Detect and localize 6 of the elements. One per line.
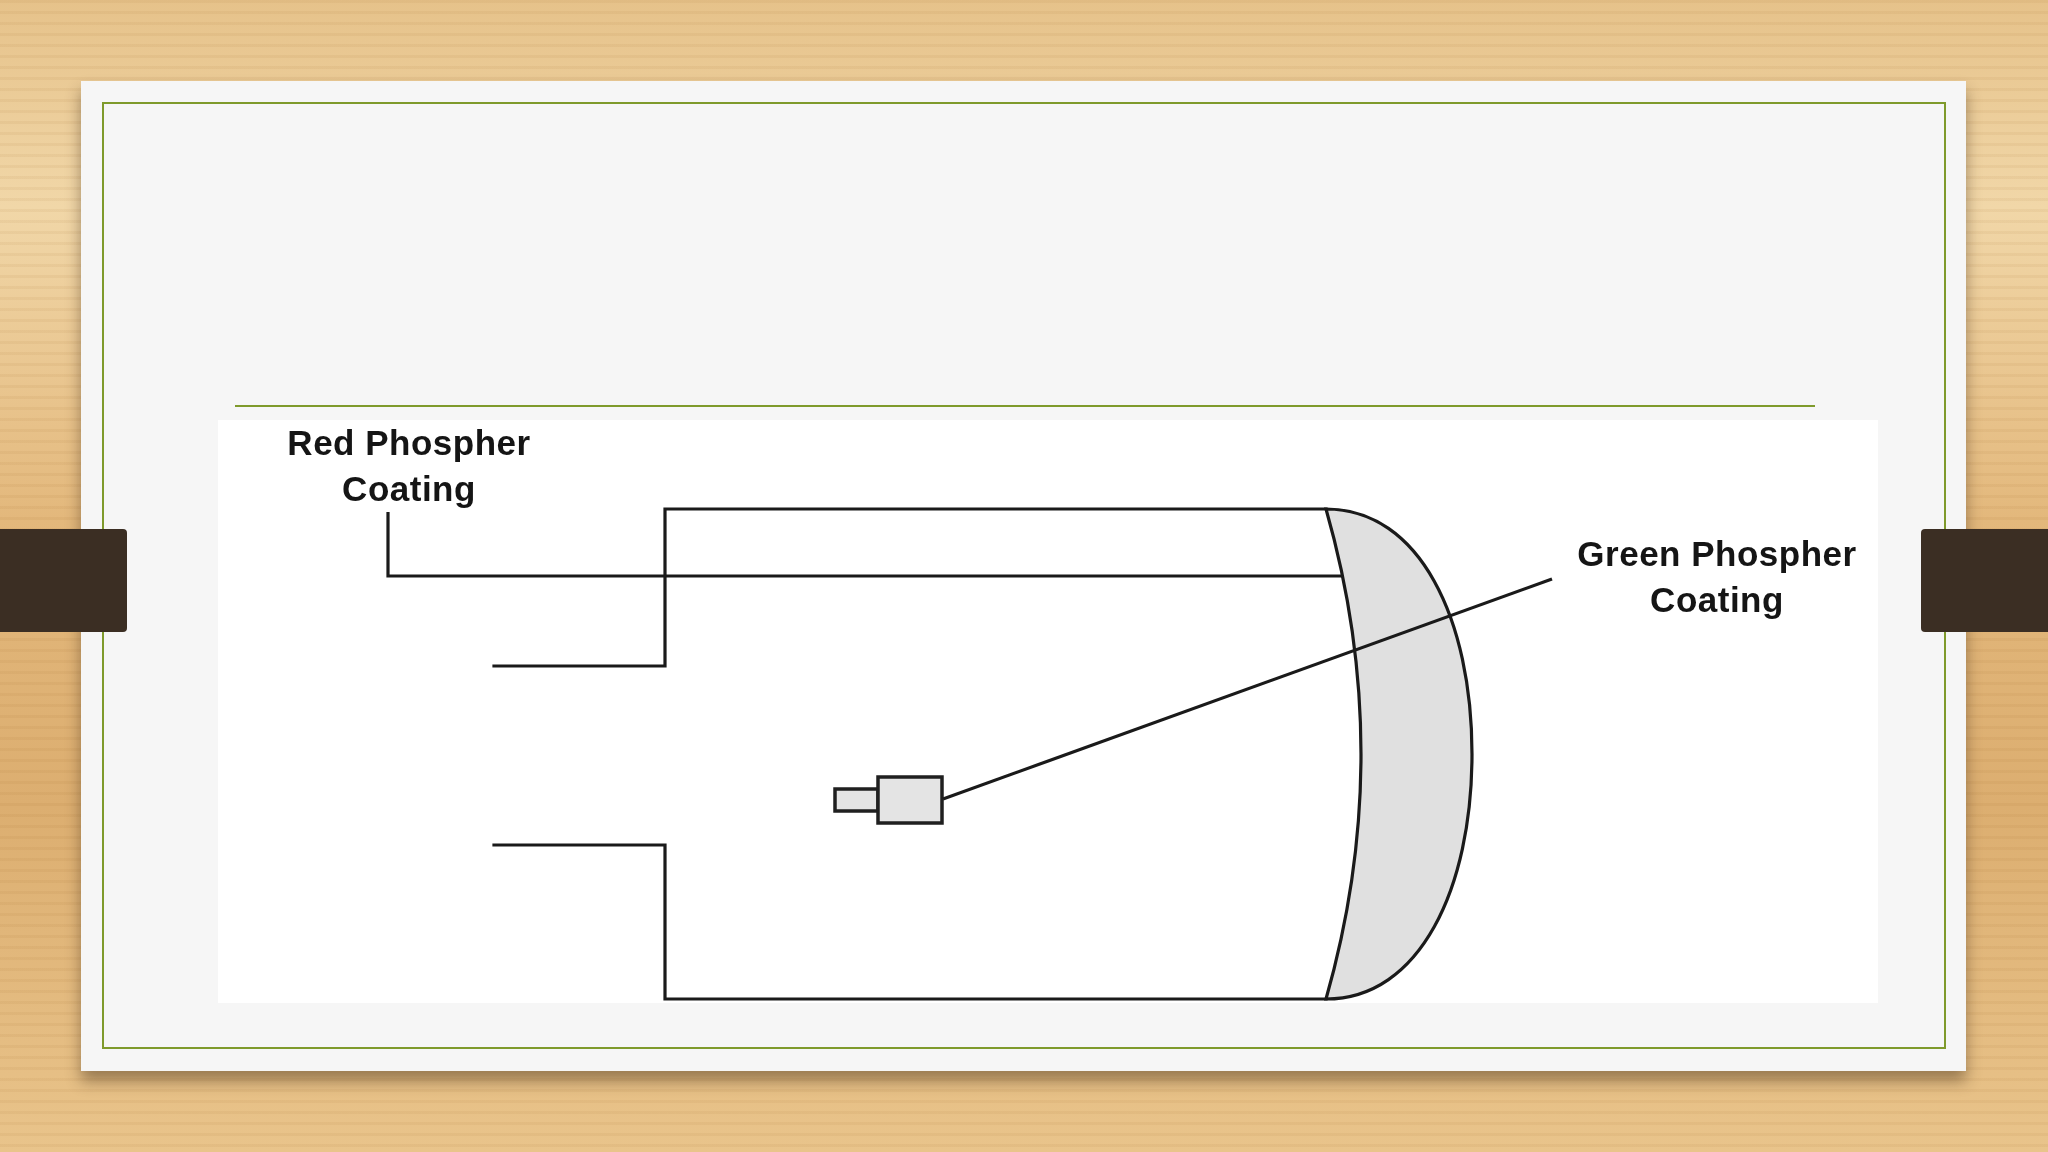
leader-line — [386, 512, 1343, 578]
electron-gun-drawing — [833, 775, 944, 825]
part-label: Green Phospher Coating — [1552, 531, 1882, 623]
part-label: Red Phospher Coating — [264, 420, 554, 512]
leader-line — [942, 577, 1553, 801]
screen-face — [1324, 507, 1474, 1001]
